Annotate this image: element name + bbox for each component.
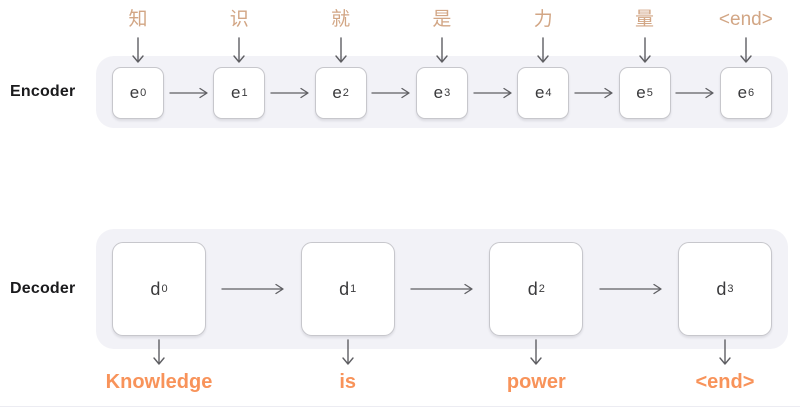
state-base: d (527, 278, 538, 299)
state-base: e (231, 83, 241, 102)
state-sub: 3 (444, 87, 451, 99)
state-sub: 2 (342, 87, 349, 99)
arrow-right-icon (221, 283, 284, 295)
arrow-right-icon (472, 87, 512, 99)
state-base: e (433, 83, 444, 102)
state-sub: 0 (140, 87, 147, 99)
arrow-down-icon (334, 37, 347, 63)
state-base: e (332, 83, 342, 102)
output-token: is (339, 371, 356, 393)
arrow-down-icon (530, 339, 543, 365)
arrow-down-icon (638, 37, 651, 63)
arrow-down-icon (537, 37, 549, 63)
arrow-right-icon (598, 283, 662, 295)
arrow-right-icon (410, 283, 473, 295)
state-base: e (636, 83, 646, 102)
output-token: Knowledge (105, 371, 213, 393)
input-token: <end> (718, 9, 773, 30)
arrow-right-icon (169, 87, 208, 99)
state-base: e (534, 83, 545, 102)
state-base: d (150, 278, 161, 299)
state-sub: 4 (545, 87, 552, 99)
state-base: e (129, 83, 140, 102)
input-token: 量 (635, 9, 655, 30)
state-sub: 0 (161, 283, 168, 295)
input-token: 是 (432, 9, 452, 30)
state-sub: 5 (646, 87, 653, 99)
arrow-right-icon (371, 87, 410, 99)
output-token: power (506, 371, 566, 393)
decoder-label: Decoder (10, 280, 76, 297)
arrow-down-icon (132, 37, 144, 63)
input-token: 识 (229, 9, 249, 30)
arrow-down-icon (740, 37, 752, 63)
state-sub: 1 (350, 283, 357, 295)
output-token: <end> (695, 371, 755, 393)
arrow-down-icon (719, 339, 731, 365)
arrow-right-icon (675, 87, 714, 99)
arrow-down-icon (153, 339, 165, 365)
arrow-down-icon (436, 37, 448, 63)
arrow-right-icon (270, 87, 309, 99)
state-sub: 3 (727, 283, 734, 295)
input-token: 知 (128, 9, 148, 30)
state-base: e (737, 83, 748, 102)
arrow-down-icon (233, 37, 246, 63)
arrow-down-icon (341, 339, 354, 365)
encoder-label: Encoder (10, 83, 76, 100)
state-sub: 6 (748, 87, 755, 99)
arrow-right-icon (574, 87, 613, 99)
state-sub: 1 (241, 87, 248, 99)
input-token: 力 (533, 9, 553, 30)
state-base: d (716, 278, 727, 299)
state-sub: 2 (538, 283, 545, 295)
input-token: 就 (331, 9, 351, 30)
state-base: d (339, 278, 350, 299)
